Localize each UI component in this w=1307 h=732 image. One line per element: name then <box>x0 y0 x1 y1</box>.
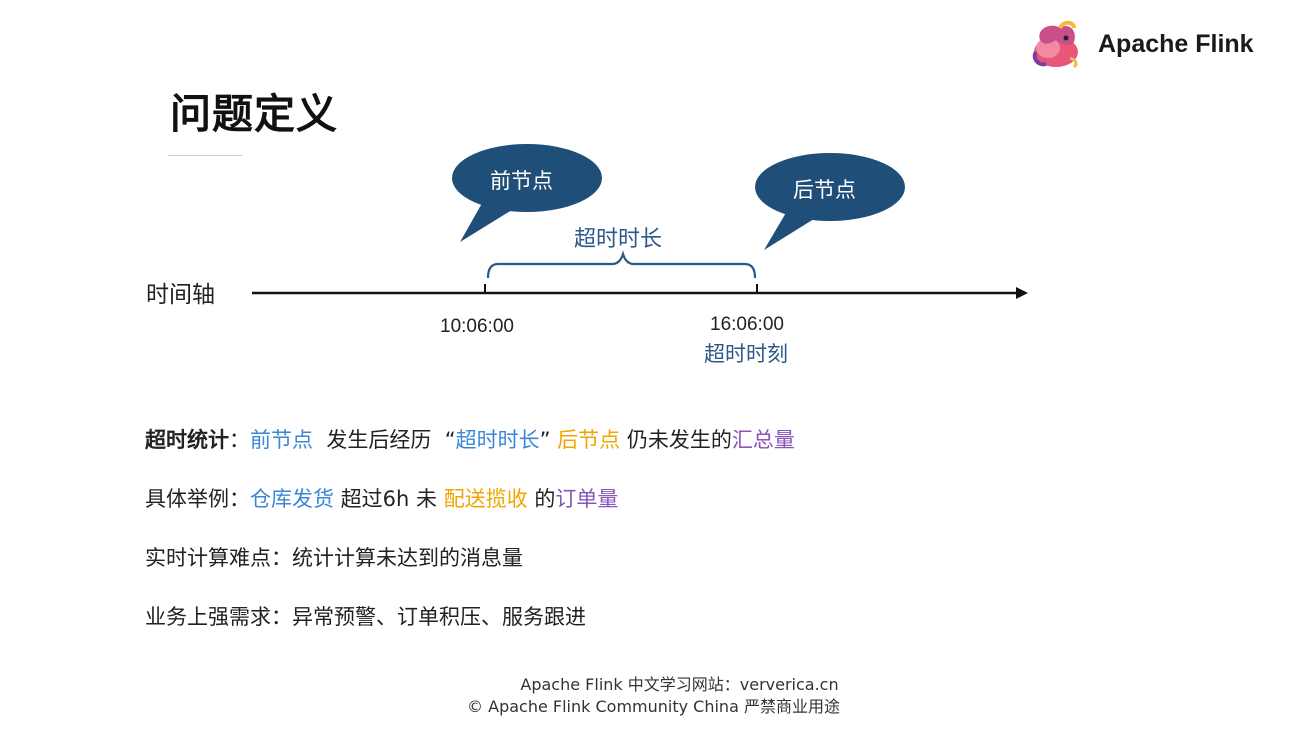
segment: 仍未发生的 <box>620 428 732 452</box>
segment: 超过6h 未 <box>334 487 444 511</box>
prev-node-bubble-shape <box>452 144 602 242</box>
timeout-moment-label: 超时时刻 <box>704 342 788 366</box>
segment: 发生后经历 <box>313 428 445 452</box>
segment: 超时统计 <box>145 428 229 452</box>
segment: 具体举例 <box>145 487 229 511</box>
next-node-bubble-shape <box>755 153 905 250</box>
definition-line-demand: 业务上强需求：异常预警、订单积压、服务跟进 <box>145 601 586 631</box>
page-title: 问题定义 <box>170 90 338 138</box>
segment: 仓库发货 <box>250 487 334 511</box>
segment: 前节点 <box>250 428 313 452</box>
definition-line-stat: 超时统计：前节点 发生后经历 “超时时长” 后节点 仍未发生的汇总量 <box>145 424 795 454</box>
segment: 订单量 <box>555 487 619 511</box>
timeline-diagram <box>252 144 1028 299</box>
segment: 超时时长 <box>455 428 540 452</box>
axis-label: 时间轴 <box>146 282 215 308</box>
segment: “ <box>444 428 456 452</box>
segment: ” <box>539 428 558 452</box>
segment: ： <box>229 428 250 452</box>
brand: Apache Flink <box>1030 18 1254 70</box>
time-axis-arrow <box>1016 287 1028 299</box>
title-divider <box>168 155 242 156</box>
duration-label: 超时时长 <box>574 227 663 252</box>
brand-name: Apache Flink <box>1098 29 1254 58</box>
segment: 后节点 <box>557 428 621 452</box>
flink-squirrel-icon <box>1032 20 1078 69</box>
segment: 配送揽收 <box>443 487 528 511</box>
segment: ： <box>229 487 250 511</box>
segment: 的 <box>527 487 556 511</box>
definition-line-example: 具体举例：仓库发货 超过6h 未 配送揽收 的订单量 <box>145 483 618 513</box>
segment: 实时计算难点：统计计算未达到的消息量 <box>145 546 523 570</box>
end-time-label: 16:06:00 <box>710 314 784 335</box>
footer-site: Apache Flink 中文学习网站：ververica.cn <box>520 675 839 694</box>
prev-node-bubble-label: 前节点 <box>490 169 553 193</box>
segment: 业务上强需求：异常预警、订单积压、服务跟进 <box>145 605 586 629</box>
footer-copyright: © Apache Flink Community China 严禁商业用途 <box>467 697 840 716</box>
next-node-bubble-label: 后节点 <box>793 178 856 202</box>
duration-brace <box>486 250 757 279</box>
definition-line-difficulty: 实时计算难点：统计计算未达到的消息量 <box>145 542 523 572</box>
segment: 汇总量 <box>731 428 795 452</box>
start-time-label: 10:06:00 <box>440 316 514 337</box>
